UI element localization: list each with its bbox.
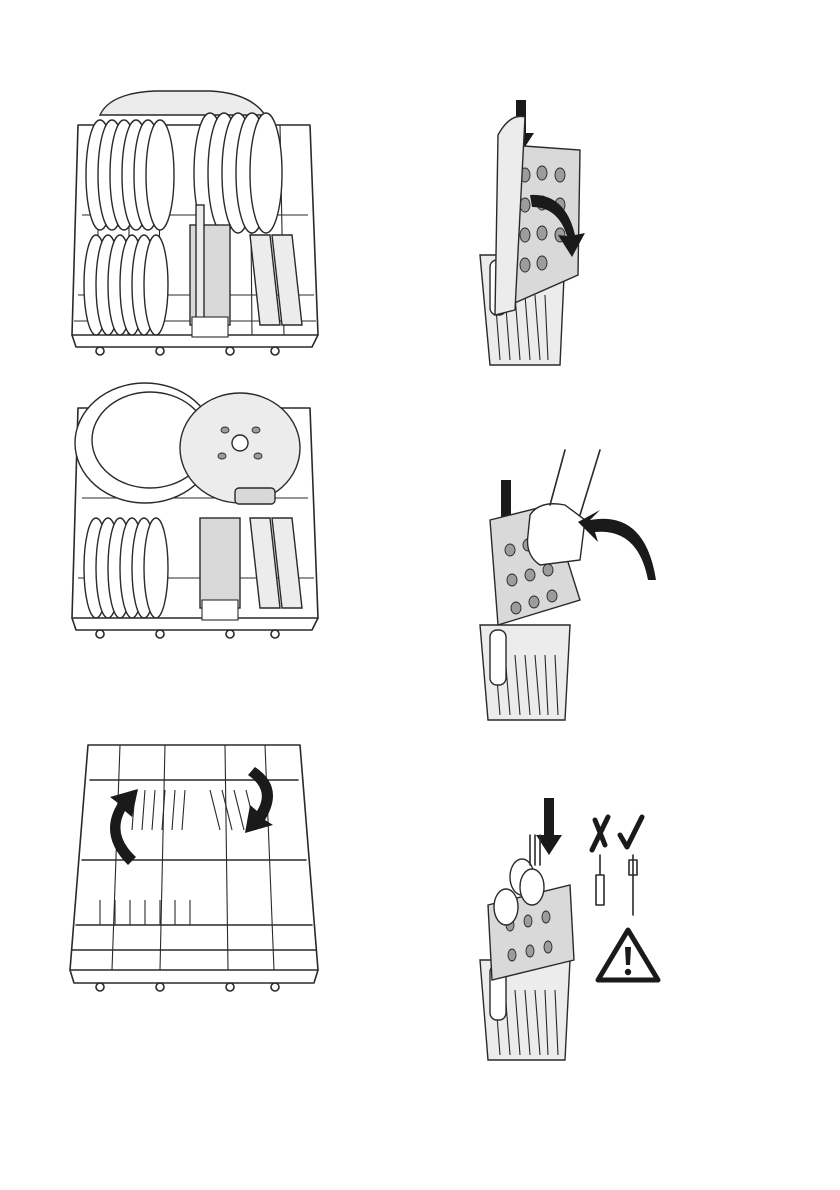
fold-arrow-right: [245, 767, 273, 833]
basket-close-lid-figure: [470, 95, 620, 370]
rack-fold-tines-figure: [60, 725, 330, 1005]
warning-triangle-icon: [598, 930, 658, 980]
check-mark-icon: [620, 817, 642, 915]
fold-arrow-left: [110, 789, 138, 865]
plates-right-top: [194, 113, 282, 233]
plates-left-bottom: [84, 235, 168, 335]
basket-insert-cutlery-figure: [470, 795, 670, 1065]
rack-pots-figure: [60, 368, 330, 643]
plates-left-top: [86, 120, 174, 230]
basket-hand-lid-figure: [470, 450, 670, 730]
cross-mark-icon: [592, 817, 608, 905]
rack-plates-figure: [60, 85, 330, 360]
cutlery-basket: [190, 205, 230, 337]
lid-curve-arrow: [578, 510, 656, 580]
